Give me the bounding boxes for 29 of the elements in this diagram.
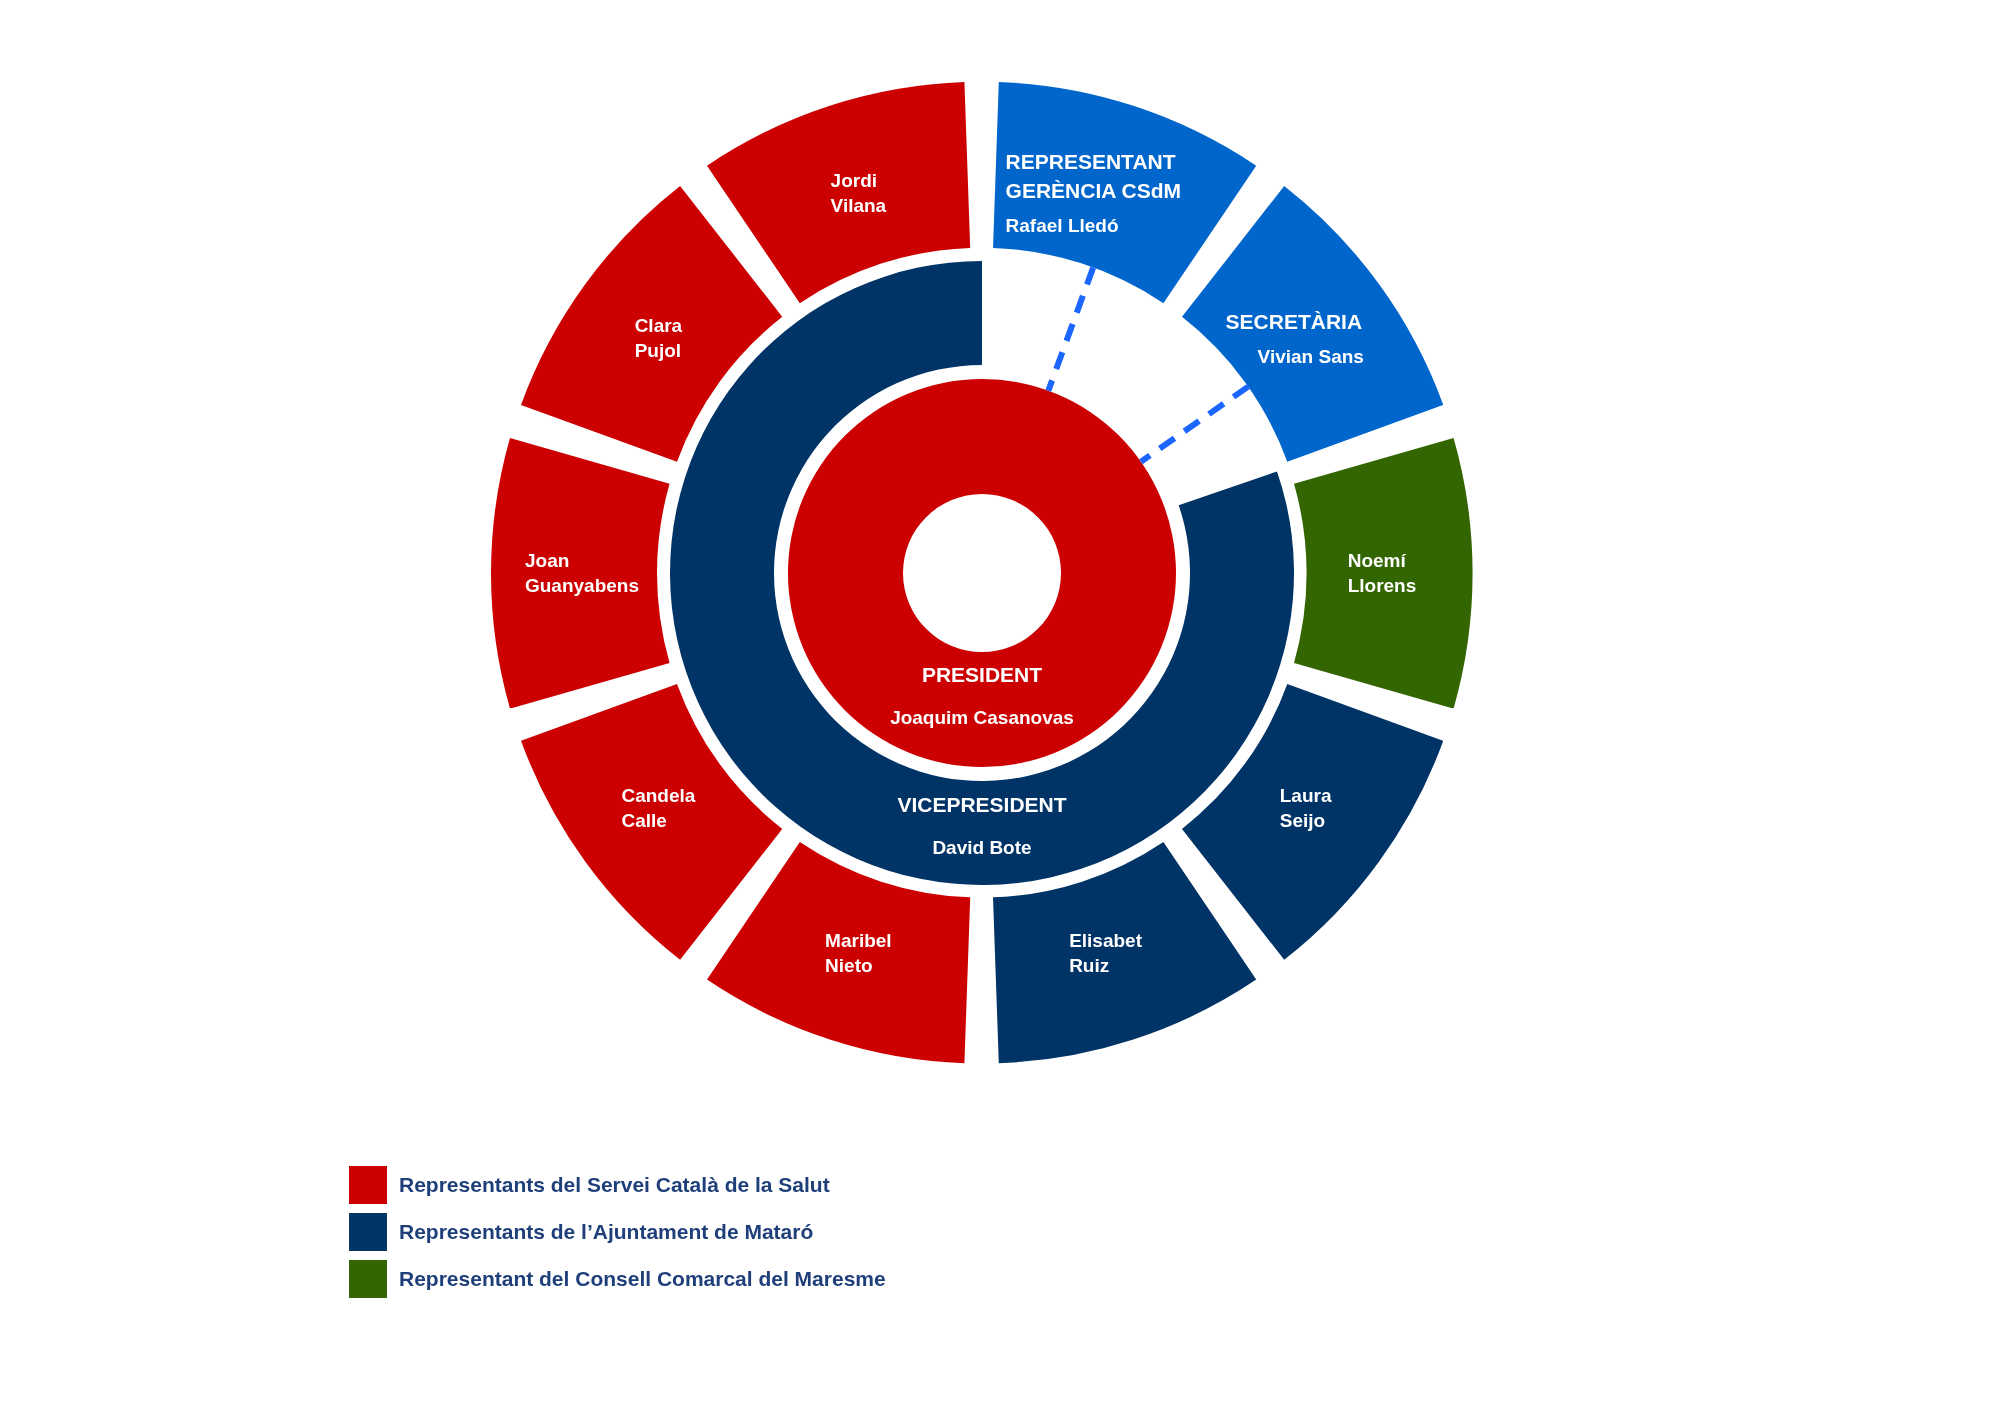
role-title: VICEPRESIDENT: [897, 792, 1067, 818]
member-name: Candela Calle: [621, 784, 696, 834]
member-name: Elisabet Ruiz: [1069, 929, 1142, 979]
member-name: Vivian Sans: [1256, 344, 1365, 369]
ring-segment: [707, 82, 971, 304]
role-title: REPRESENTANT GERÈNCIA CSdM: [1005, 148, 1182, 204]
member-name: Clara Pujol: [634, 313, 683, 363]
legend-label: Representants de l’Ajuntament de Mataró: [399, 1219, 814, 1246]
ring-segment: [1182, 186, 1444, 462]
member-name: Jordi Vilana: [830, 168, 887, 218]
ring-segment: [491, 437, 670, 709]
legend-label: Representant del Consell Comarcal del Maresme: [399, 1266, 886, 1293]
member-name: David Bote: [932, 836, 1032, 860]
member-name: Laura Seijo: [1279, 784, 1332, 834]
ring-segment: [520, 684, 782, 960]
ring-segment: [1294, 437, 1473, 709]
role-title: SECRETÀRIA: [1225, 308, 1364, 335]
dashed-connector: [1045, 266, 1096, 392]
ring-segment: [1182, 684, 1444, 960]
member-name: Joaquim Casanovas: [890, 706, 1074, 730]
member-name: Rafael Lledó: [1005, 213, 1120, 238]
member-name: Maribel Nieto: [825, 929, 892, 979]
legend-label: Representants del Servei Català de la Salut: [399, 1172, 830, 1199]
ring-segment: [520, 186, 782, 462]
ring-segment: [993, 82, 1257, 304]
member-name: Noemí Llorens: [1347, 549, 1417, 598]
member-name: Joan Guanyabens: [525, 549, 639, 598]
role-title: PRESIDENT: [921, 662, 1043, 688]
dashed-connector: [1139, 384, 1250, 465]
